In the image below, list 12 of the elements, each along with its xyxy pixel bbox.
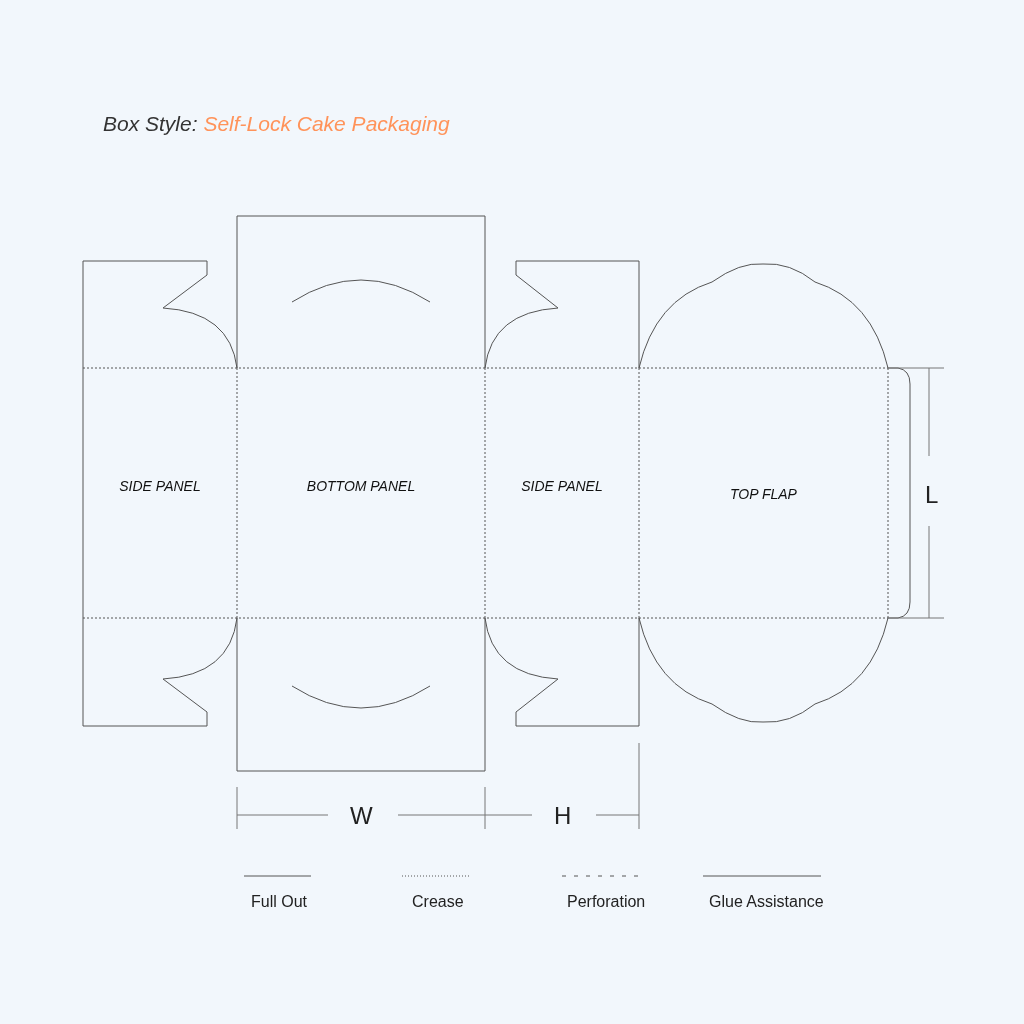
dimension-label: L	[925, 481, 939, 509]
panel-label: SIDE PANEL	[521, 478, 603, 494]
dimension-label: W	[350, 802, 373, 830]
dimension-label: H	[554, 802, 572, 830]
legend-label: Full Out	[251, 893, 307, 911]
panel-label: BOTTOM PANEL	[306, 478, 416, 494]
panel-label: SIDE PANEL	[119, 478, 201, 494]
panel-label: TOP FLAP	[730, 486, 797, 502]
legend-label: Crease	[412, 893, 464, 911]
legend-label: Perforation	[567, 893, 646, 911]
legend-label: Glue Assistance	[709, 893, 824, 911]
diagram-title: Box Style: Self-Lock Cake Packaging	[103, 112, 450, 136]
